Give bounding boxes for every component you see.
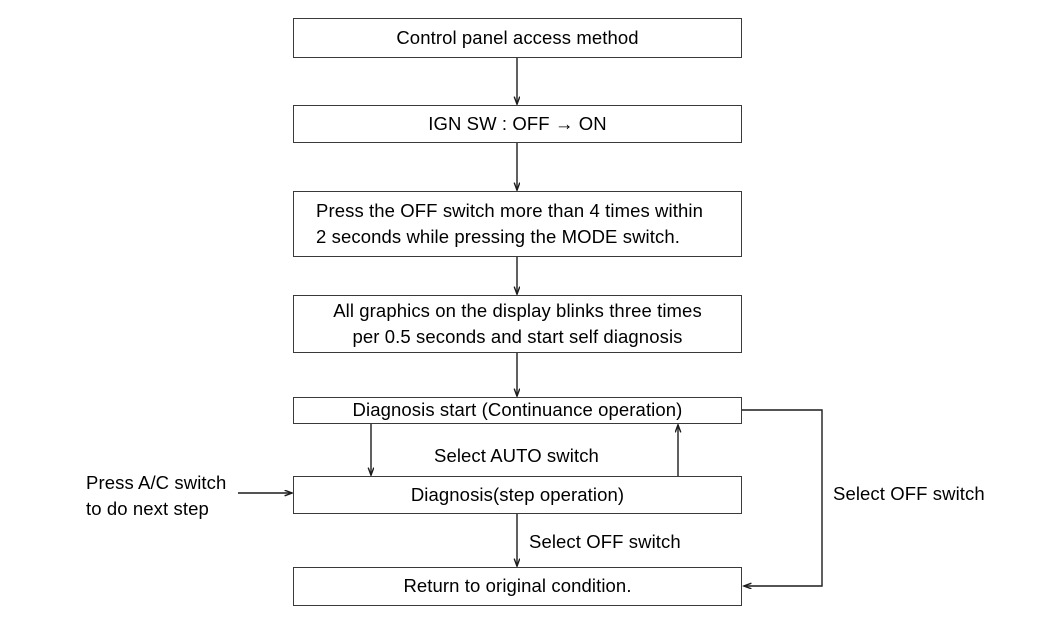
node-diagnosis-start[interactable]: Diagnosis start (Continuance operation) [293, 397, 742, 424]
edge-label-select-off-switch-middle: Select OFF switch [529, 531, 681, 552]
edge-diag-start-to-return [742, 409, 823, 586]
node-label: Return to original condition. [403, 575, 632, 597]
edge-label-press-ac-switch: Press A/C switch to do next step [86, 472, 227, 520]
node-label: Control panel access method [396, 26, 639, 48]
edge-label-select-off-switch-right: Select OFF switch [833, 483, 985, 504]
edge-label-select-auto-switch: Select AUTO switch [434, 445, 599, 466]
node-label: All graphics on the display blinks three… [333, 299, 702, 347]
node-label: Diagnosis(step operation) [410, 483, 625, 505]
node-press-off-switch[interactable]: Press the OFF switch more than 4 times w… [293, 191, 742, 257]
node-label: Press the OFF switch more than 4 times w… [316, 199, 703, 247]
node-label: Diagnosis start (Continuance operation) [352, 399, 683, 421]
node-label: IGN SW : OFF → ON [428, 112, 607, 134]
node-return-to-original-condition[interactable]: Return to original condition. [293, 567, 742, 606]
node-control-panel-access-method[interactable]: Control panel access method [293, 18, 742, 58]
node-ign-sw[interactable]: IGN SW : OFF → ON [293, 105, 742, 143]
node-diagnosis-step-operation[interactable]: Diagnosis(step operation) [293, 476, 742, 514]
node-all-graphics-blink[interactable]: All graphics on the display blinks three… [293, 295, 742, 353]
